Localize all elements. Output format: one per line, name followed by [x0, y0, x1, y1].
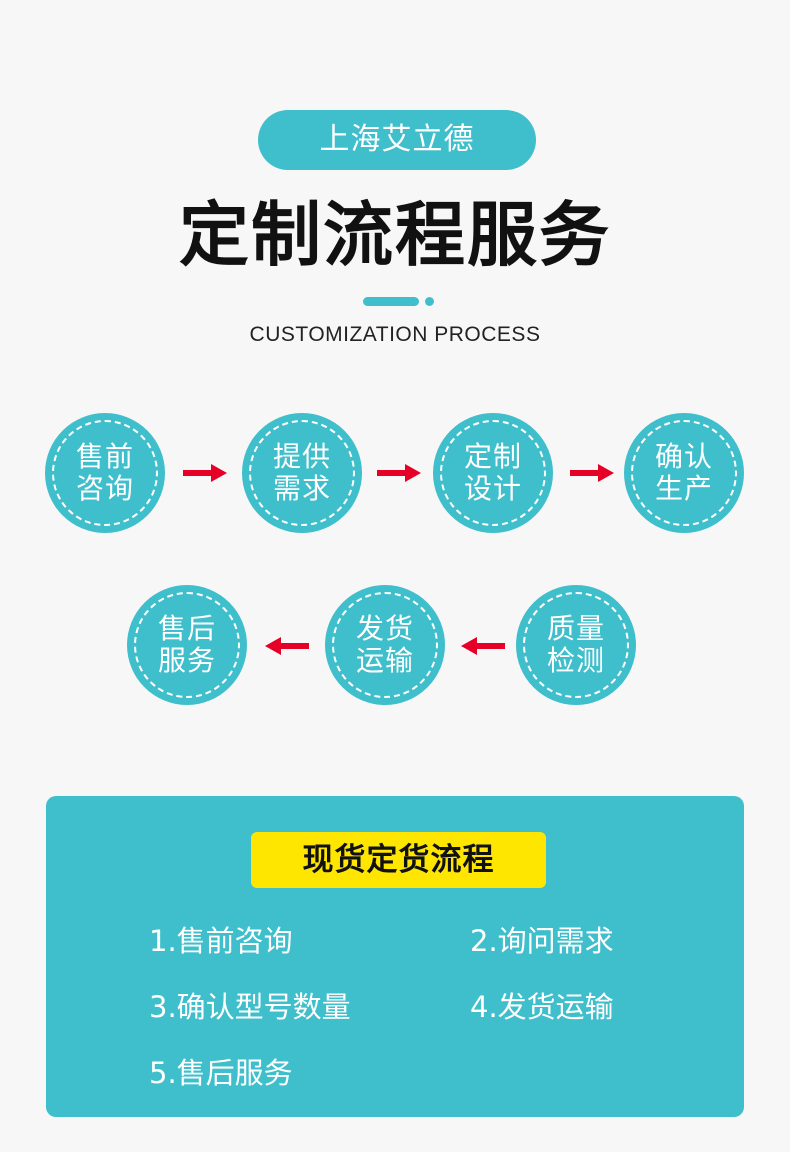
step-label-line2: 需求	[272, 472, 331, 505]
step-consultation: 售前 咨询	[45, 413, 165, 533]
step-label-line2: 设计	[463, 472, 522, 505]
step-label-line2: 生产	[654, 472, 713, 505]
step-label-line2: 检测	[546, 644, 605, 677]
arrow-left-icon	[461, 637, 505, 655]
decorative-dot	[425, 297, 434, 306]
process-item: 4.发货运输	[470, 990, 614, 1024]
step-label-line1: 售后	[157, 612, 216, 645]
step-ring: 提供 需求	[249, 420, 355, 526]
panel-title: 现货定货流程	[251, 832, 546, 888]
page-title: 定制流程服务	[179, 194, 611, 276]
arrow-right-icon	[183, 464, 227, 482]
page-subtitle: CUSTOMIZATION PROCESS	[249, 323, 541, 346]
step-ring: 售后 服务	[134, 592, 240, 698]
step-design: 定制 设计	[433, 413, 553, 533]
process-item: 1.售前咨询	[149, 924, 293, 958]
step-ring: 质量 检测	[523, 592, 629, 698]
step-ring: 定制 设计	[440, 420, 546, 526]
brand-badge: 上海艾立德	[258, 110, 536, 170]
step-label-line2: 咨询	[75, 472, 134, 505]
step-label-line1: 定制	[463, 440, 522, 473]
process-item: 5.售后服务	[149, 1056, 293, 1090]
step-inspection: 质量 检测	[516, 585, 636, 705]
step-label-line2: 运输	[355, 644, 414, 677]
step-ring: 确认 生产	[631, 420, 737, 526]
process-item: 2.询问需求	[470, 924, 614, 958]
step-ring: 发货 运输	[332, 592, 438, 698]
step-after-sales: 售后 服务	[127, 585, 247, 705]
step-label-line2: 服务	[157, 644, 216, 677]
step-requirements: 提供 需求	[242, 413, 362, 533]
step-shipping: 发货 运输	[325, 585, 445, 705]
decorative-bar	[363, 297, 419, 306]
step-label-line1: 提供	[272, 440, 331, 473]
step-production: 确认 生产	[624, 413, 744, 533]
step-label-line1: 确认	[654, 440, 713, 473]
process-item: 3.确认型号数量	[149, 990, 351, 1024]
step-label-line1: 质量	[546, 612, 605, 645]
arrow-right-icon	[570, 464, 614, 482]
stock-order-panel: 现货定货流程 1.售前咨询 2.询问需求 3.确认型号数量 4.发货运输 5.售…	[46, 796, 744, 1117]
step-label-line1: 发货	[355, 612, 414, 645]
step-ring: 售前 咨询	[52, 420, 158, 526]
step-label-line1: 售前	[75, 440, 134, 473]
arrow-left-icon	[265, 637, 309, 655]
arrow-right-icon	[377, 464, 421, 482]
